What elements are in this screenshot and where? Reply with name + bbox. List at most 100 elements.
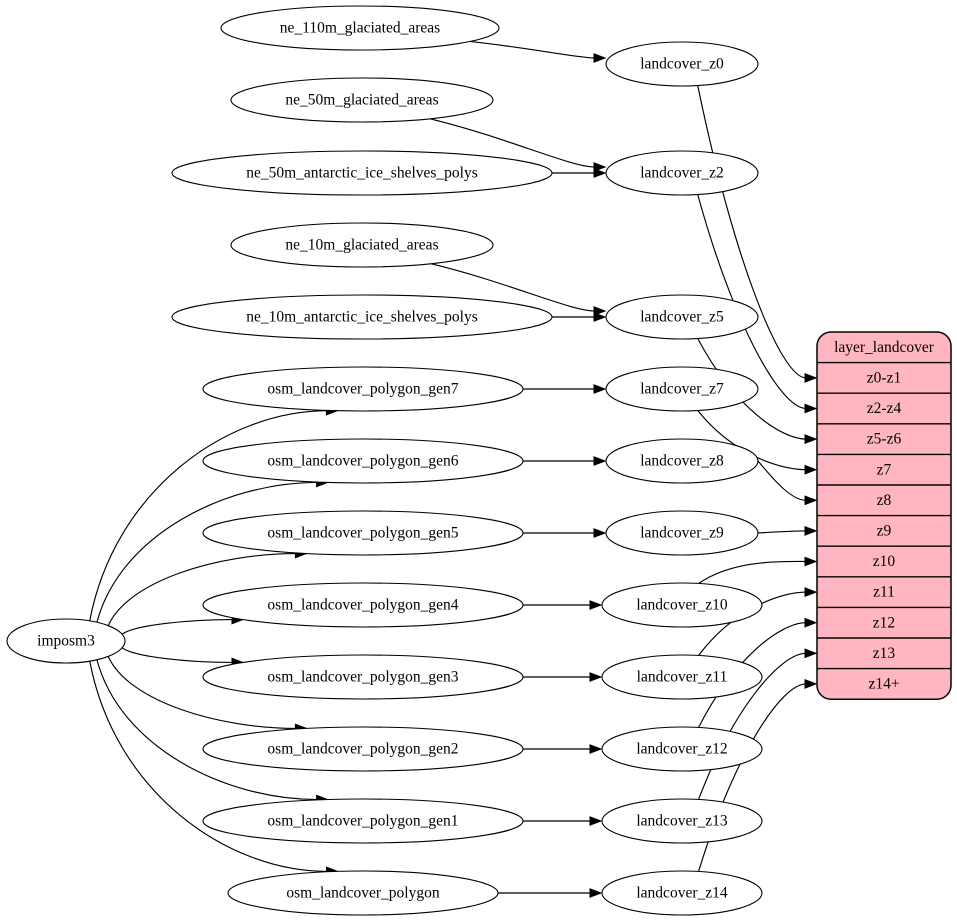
node-shape[interactable] [171,150,553,196]
node-ne_10m_antarctic_ice_shelves_polys[interactable]: ne_10m_antarctic_ice_shelves_polys [171,294,553,340]
arrow-icon [593,168,607,178]
node-shape[interactable] [601,654,763,700]
node-imposm3[interactable]: imposm3 [6,618,126,664]
node-shape[interactable] [6,618,126,664]
node-shape[interactable] [601,870,763,916]
node-ne_50m_glaciated_areas[interactable]: ne_50m_glaciated_areas [230,77,494,123]
node-shape[interactable] [202,582,524,628]
record-row-z0-z1[interactable]: z0-z1 [817,361,951,394]
node-shape[interactable] [202,726,524,772]
edge-line [121,618,233,635]
arrow-icon [589,672,603,682]
node-landcover_z9[interactable]: landcover_z9 [605,510,759,556]
node-shape[interactable] [605,294,759,340]
record-row-z5-z6[interactable]: z5-z6 [817,423,951,455]
arrow-icon [804,617,818,628]
node-shape[interactable] [601,798,763,844]
node-shape[interactable] [171,294,553,340]
record-cell-label: z14+ [868,675,899,692]
node-shape[interactable] [202,366,524,412]
node-shape[interactable] [605,41,759,87]
arrow-icon [593,312,607,322]
node-shape[interactable] [220,5,500,51]
arrow-icon [593,384,607,394]
node-osm_landcover_polygon_gen4[interactable]: osm_landcover_polygon_gen4 [202,582,524,628]
node-label: landcover_z5 [640,309,724,326]
edge-osm_landcover_polygon_gen5-to-landcover_z9 [523,528,607,538]
arrow-icon [804,556,818,567]
node-ne_10m_glaciated_areas[interactable]: ne_10m_glaciated_areas [230,222,494,268]
node-label: landcover_z7 [640,381,724,398]
arrow-icon [589,888,603,898]
arrow-icon [593,306,607,316]
node-shape[interactable] [202,798,524,844]
node-shape[interactable] [605,510,759,556]
arrow-icon [589,744,603,754]
node-osm_landcover_polygon_gen6[interactable]: osm_landcover_polygon_gen6 [202,438,524,484]
node-shape[interactable] [605,150,759,196]
node-ne_110m_glaciated_areas[interactable]: ne_110m_glaciated_areas [220,5,500,51]
record-row-layer-landcover: layer_landcover [817,332,951,363]
edge-line [697,194,807,410]
record-cell-fill [817,607,951,638]
node-landcover_z7[interactable]: landcover_z7 [605,366,759,412]
node-landcover_z8[interactable]: landcover_z8 [605,438,759,484]
arrow-icon [804,434,818,445]
node-shape[interactable] [230,77,494,123]
record-row-z9[interactable]: z9 [817,514,951,547]
record-table-border [816,331,952,700]
node-shape[interactable] [601,726,763,772]
node-shape[interactable] [601,582,763,628]
arrow-icon [804,648,818,659]
node-ne_50m_antarctic_ice_shelves_polys[interactable]: ne_50m_antarctic_ice_shelves_polys [171,150,553,196]
node-shape[interactable] [202,654,524,700]
node-shape[interactable] [202,510,524,556]
record-cell-label: z10 [873,553,896,570]
record-row-z8[interactable]: z8 [817,484,951,516]
record-row-z13[interactable]: z13 [817,637,951,669]
node-label: landcover_z12 [636,741,727,758]
node-landcover_z14[interactable]: landcover_z14 [601,870,763,916]
record-cell-fill [817,393,951,424]
node-osm_landcover_polygon_gen3[interactable]: osm_landcover_polygon_gen3 [202,654,524,700]
node-label: osm_landcover_polygon_gen1 [267,813,458,830]
node-label: landcover_z8 [640,453,724,470]
arrow-icon [593,456,607,466]
node-shape[interactable] [227,870,499,916]
edge-line [430,118,596,168]
node-shape[interactable] [605,366,759,412]
node-landcover_z2[interactable]: landcover_z2 [605,150,759,196]
node-shape[interactable] [202,438,524,484]
node-osm_landcover_polygon_gen7[interactable]: osm_landcover_polygon_gen7 [202,366,524,412]
node-shape[interactable] [605,438,759,484]
node-osm_landcover_polygon_gen5[interactable]: osm_landcover_polygon_gen5 [202,510,524,556]
node-osm_landcover_polygon[interactable]: osm_landcover_polygon [227,870,499,916]
edge-line [757,530,807,534]
node-landcover_z11[interactable]: landcover_z11 [601,654,763,700]
edge-landcover_z12-to-record-z12 [698,617,818,728]
node-landcover_z13[interactable]: landcover_z13 [601,798,763,844]
record-row-z12[interactable]: z12 [817,606,951,638]
arrow-icon [593,528,607,538]
edge-ne_50m_glaciated_areas-to-landcover_z2 [430,118,607,172]
nodes-layer: imposm3 ne_110m_glaciated_areas ne_50m_gla… [6,5,763,916]
record-cell-label: z0-z1 [867,369,901,386]
edge-line [698,560,807,584]
node-landcover_z12[interactable]: landcover_z12 [601,726,763,772]
node-osm_landcover_polygon_gen1[interactable]: osm_landcover_polygon_gen1 [202,798,524,844]
node-landcover_z10[interactable]: landcover_z10 [601,582,763,628]
node-landcover_z5[interactable]: landcover_z5 [605,294,759,340]
node-osm_landcover_polygon_gen2[interactable]: osm_landcover_polygon_gen2 [202,726,524,772]
record-row-z2-z4[interactable]: z2-z4 [817,392,951,424]
record-row-z11[interactable]: z11 [817,576,951,608]
edge-line [96,481,318,623]
node-landcover_z0[interactable]: landcover_z0 [605,41,759,87]
node-shape[interactable] [230,222,494,268]
edge-line [757,460,807,501]
record-row-z14-[interactable]: z14+ [817,667,951,700]
record-row-z7[interactable]: z7 [817,453,951,485]
record-row-z10[interactable]: z10 [817,545,951,577]
